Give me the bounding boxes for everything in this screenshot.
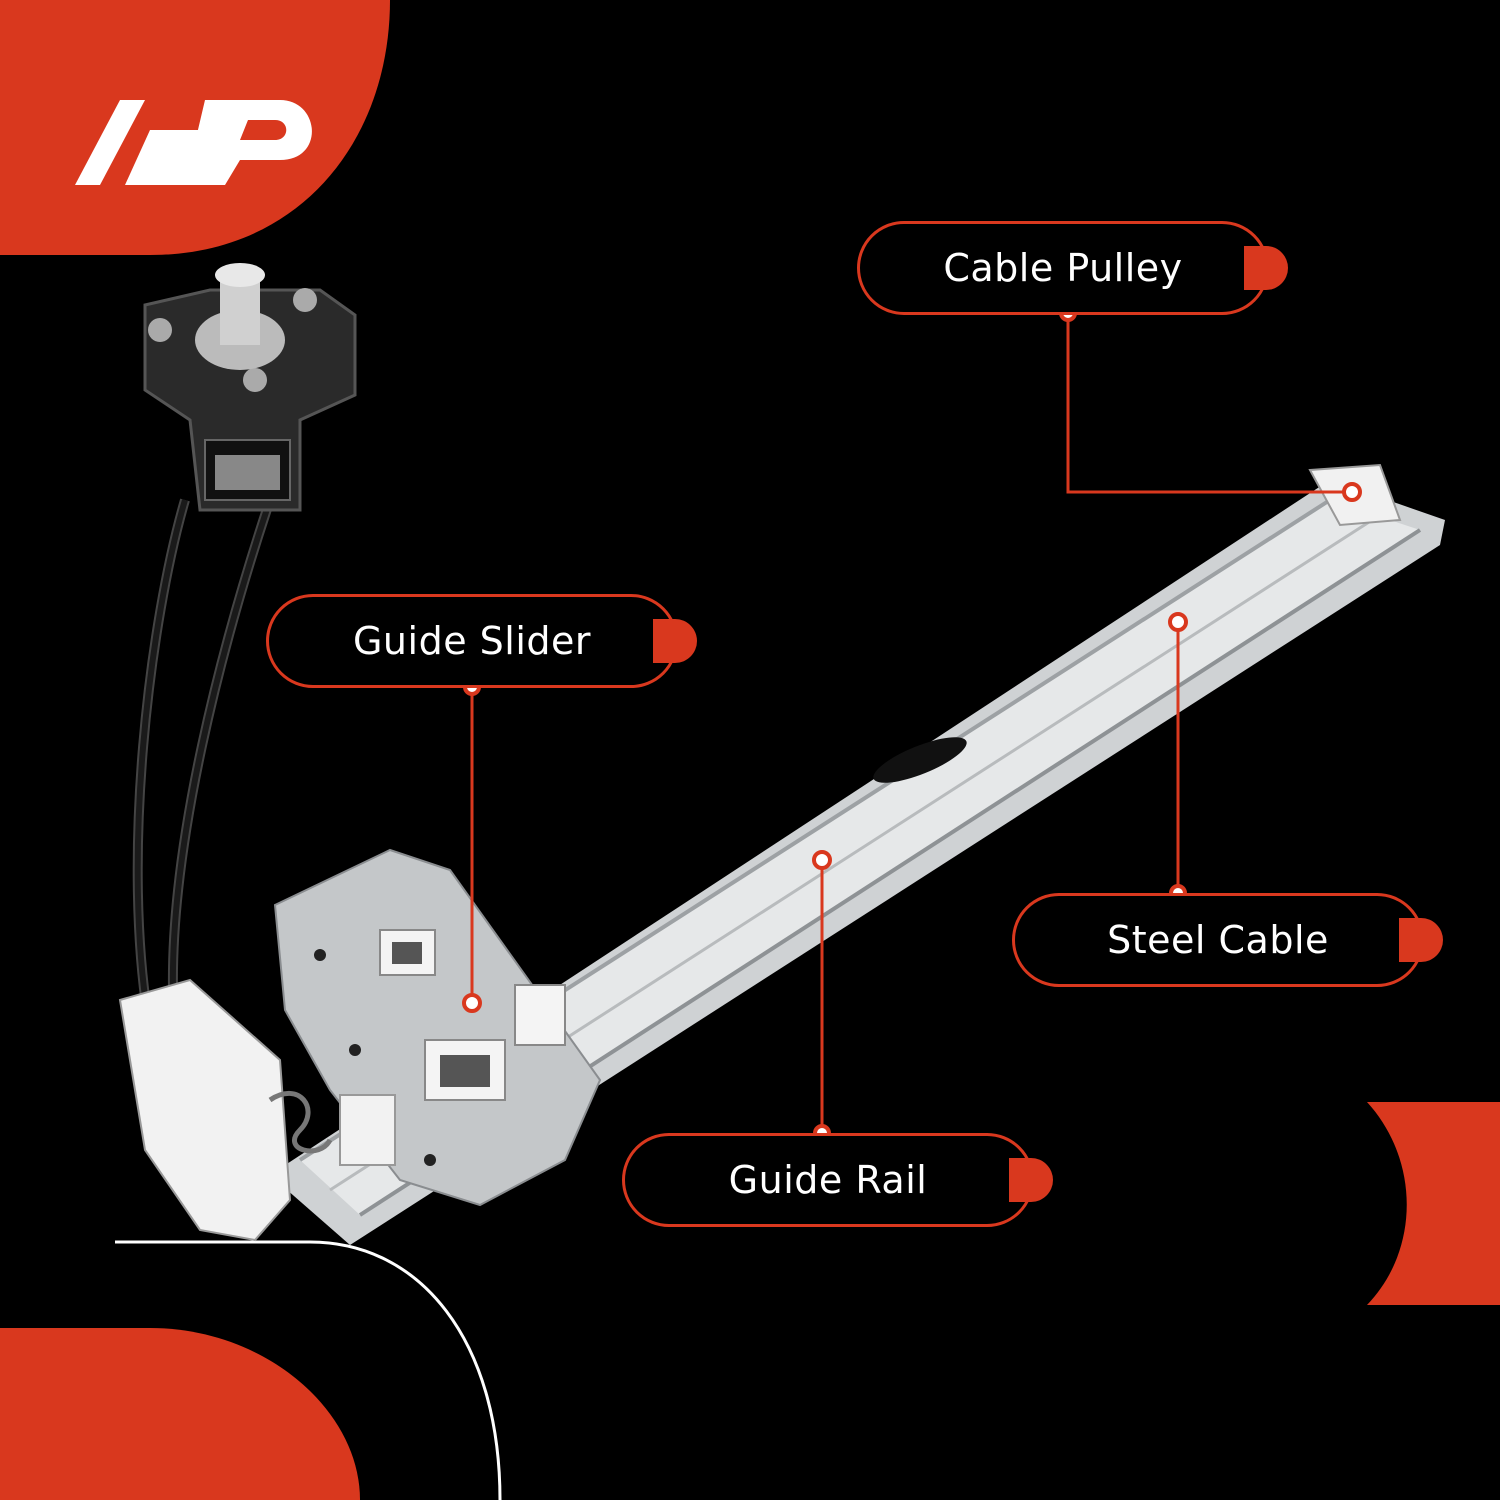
callout-label: Steel Cable [1107, 918, 1329, 962]
callout-tab-icon [653, 619, 697, 663]
callout-tab-icon [1009, 1158, 1053, 1202]
callout-tab-icon [1399, 918, 1443, 962]
callout-guide-rail: Guide Rail [622, 1133, 1053, 1227]
corner-outline-bottom-left [115, 1240, 502, 1500]
callout-label: Guide Slider [352, 619, 592, 663]
leader-lines [470, 315, 1352, 1133]
callout-guide-slider: Guide Slider [266, 594, 697, 688]
callout-steel-cable: Steel Cable [1012, 893, 1443, 987]
callout-label: Cable Pulley [943, 246, 1183, 290]
brand-logo [0, 0, 390, 255]
callout-cable-pulley: Cable Pulley [857, 221, 1288, 315]
callout-label: Guide Rail [728, 1158, 928, 1202]
guide-slider-plate [118, 848, 602, 1242]
regulator-drum-housing [143, 263, 357, 512]
cable-conduits [132, 498, 275, 1031]
corner-shape-bottom-left [0, 1328, 360, 1500]
callout-tab-icon [1244, 246, 1288, 290]
corner-shape-right [1367, 1102, 1500, 1305]
